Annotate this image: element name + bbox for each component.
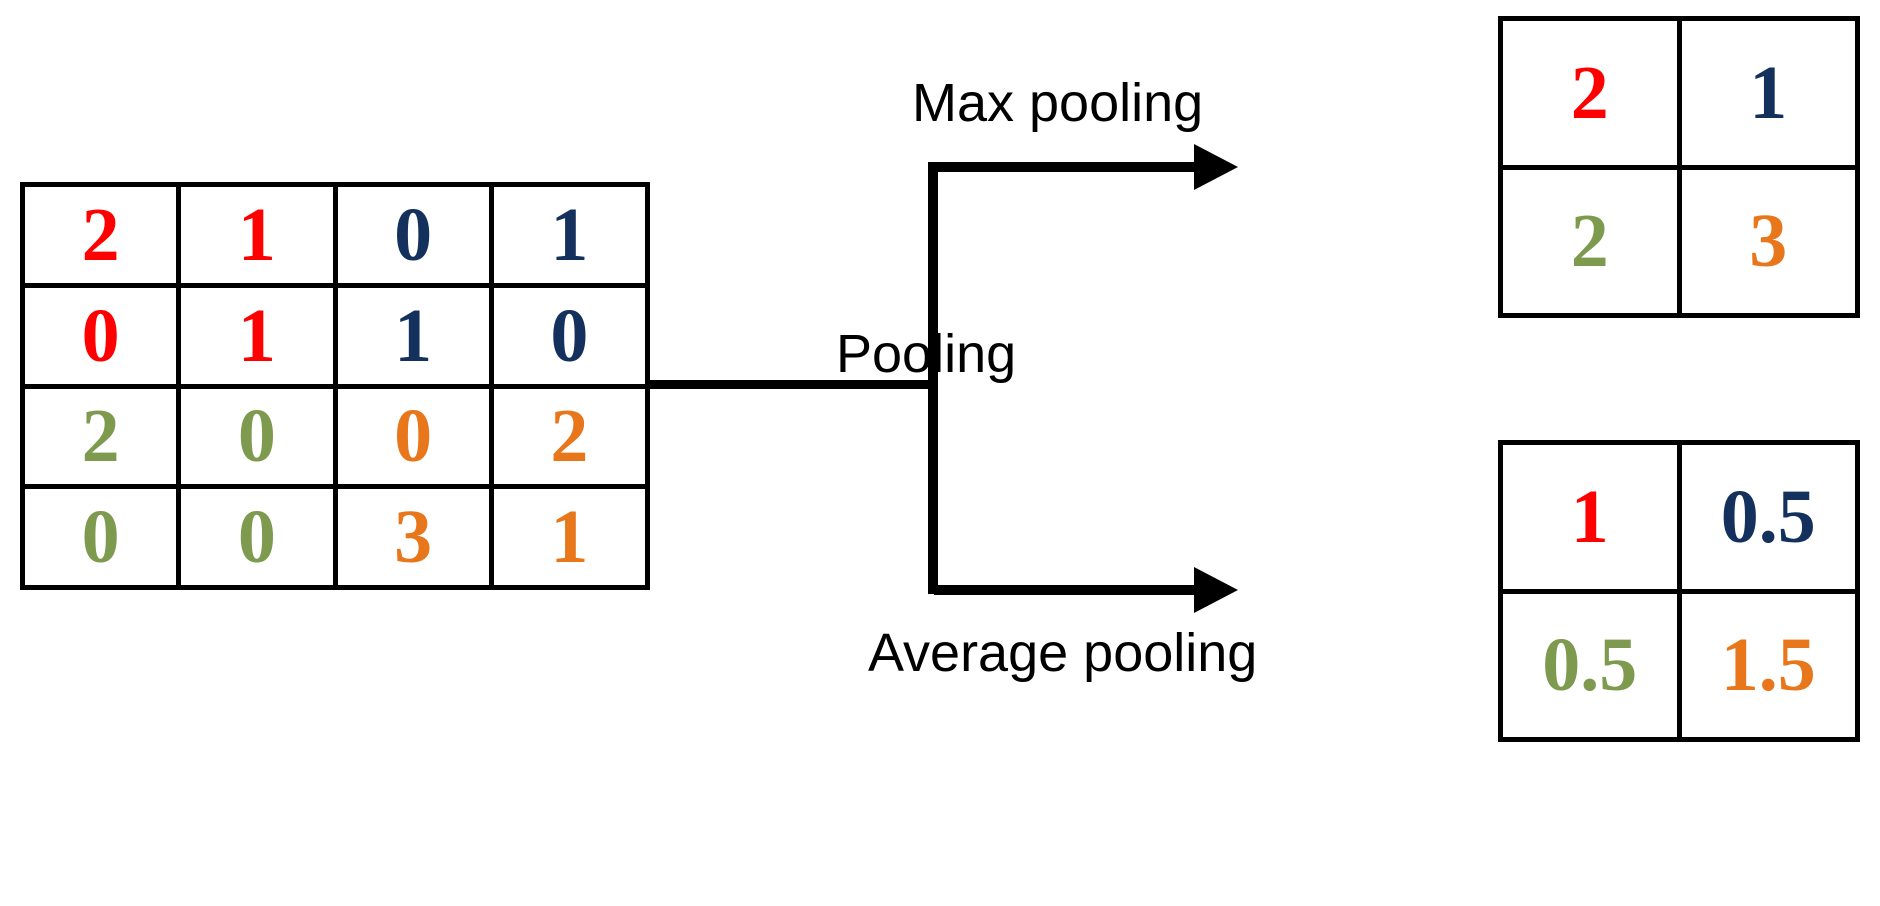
arrowhead-average-pooling-icon bbox=[1194, 567, 1238, 613]
input-feature-map-cell-r1-c4: 1 bbox=[493, 187, 645, 283]
average-pooling-output-cell-r2-c2: 1.5 bbox=[1681, 593, 1855, 737]
max-pooling-output-cell-r1-c2: 1 bbox=[1681, 21, 1855, 165]
input-feature-map-cell-r1-c3: 0 bbox=[337, 187, 489, 283]
average-pooling-output-cell-r1-c1: 1 bbox=[1503, 445, 1677, 589]
average-pooling-label: Average pooling bbox=[868, 623, 1258, 683]
connector-stem-horizontal bbox=[650, 380, 932, 389]
max-pooling-output-cell-r2-c2: 3 bbox=[1681, 169, 1855, 313]
max-pooling-label: Max pooling bbox=[912, 73, 1204, 133]
input-feature-map-cell-r2-c3: 1 bbox=[337, 287, 489, 384]
input-feature-map-cell-r1-c1: 2 bbox=[25, 187, 177, 283]
input-feature-map-cell-r3-c4: 2 bbox=[493, 388, 645, 485]
input-feature-map-cell-r2-c2: 1 bbox=[181, 287, 333, 384]
pooling-label: Pooling bbox=[836, 324, 1017, 384]
input-feature-map-cell-r3-c1: 2 bbox=[25, 388, 177, 485]
connector-branch-bottom bbox=[934, 585, 1196, 595]
input-feature-map-cell-r3-c2: 0 bbox=[181, 388, 333, 485]
connector-split-vertical bbox=[928, 162, 938, 594]
arrowhead-max-pooling-icon bbox=[1194, 144, 1238, 190]
average-pooling-output-cell-r1-c2: 0.5 bbox=[1681, 445, 1855, 589]
input-feature-map-cell-r4-c4: 1 bbox=[493, 489, 645, 585]
input-feature-map-cell-r1-c2: 1 bbox=[181, 187, 333, 283]
max-pooling-output-cell-r2-c1: 2 bbox=[1503, 169, 1677, 313]
input-feature-map-cell-r4-c2: 0 bbox=[181, 489, 333, 585]
input-feature-map-cell-r2-c4: 0 bbox=[493, 287, 645, 384]
input-feature-map-cell-r3-c3: 0 bbox=[337, 388, 489, 485]
connector-branch-top bbox=[934, 162, 1196, 172]
input-feature-map-cell-r4-c1: 0 bbox=[25, 489, 177, 585]
max-pooling-output-cell-r1-c1: 2 bbox=[1503, 21, 1677, 165]
average-pooling-output-cell-r2-c1: 0.5 bbox=[1503, 593, 1677, 737]
input-feature-map-cell-r2-c1: 0 bbox=[25, 287, 177, 384]
input-feature-map-cell-r4-c3: 3 bbox=[337, 489, 489, 585]
